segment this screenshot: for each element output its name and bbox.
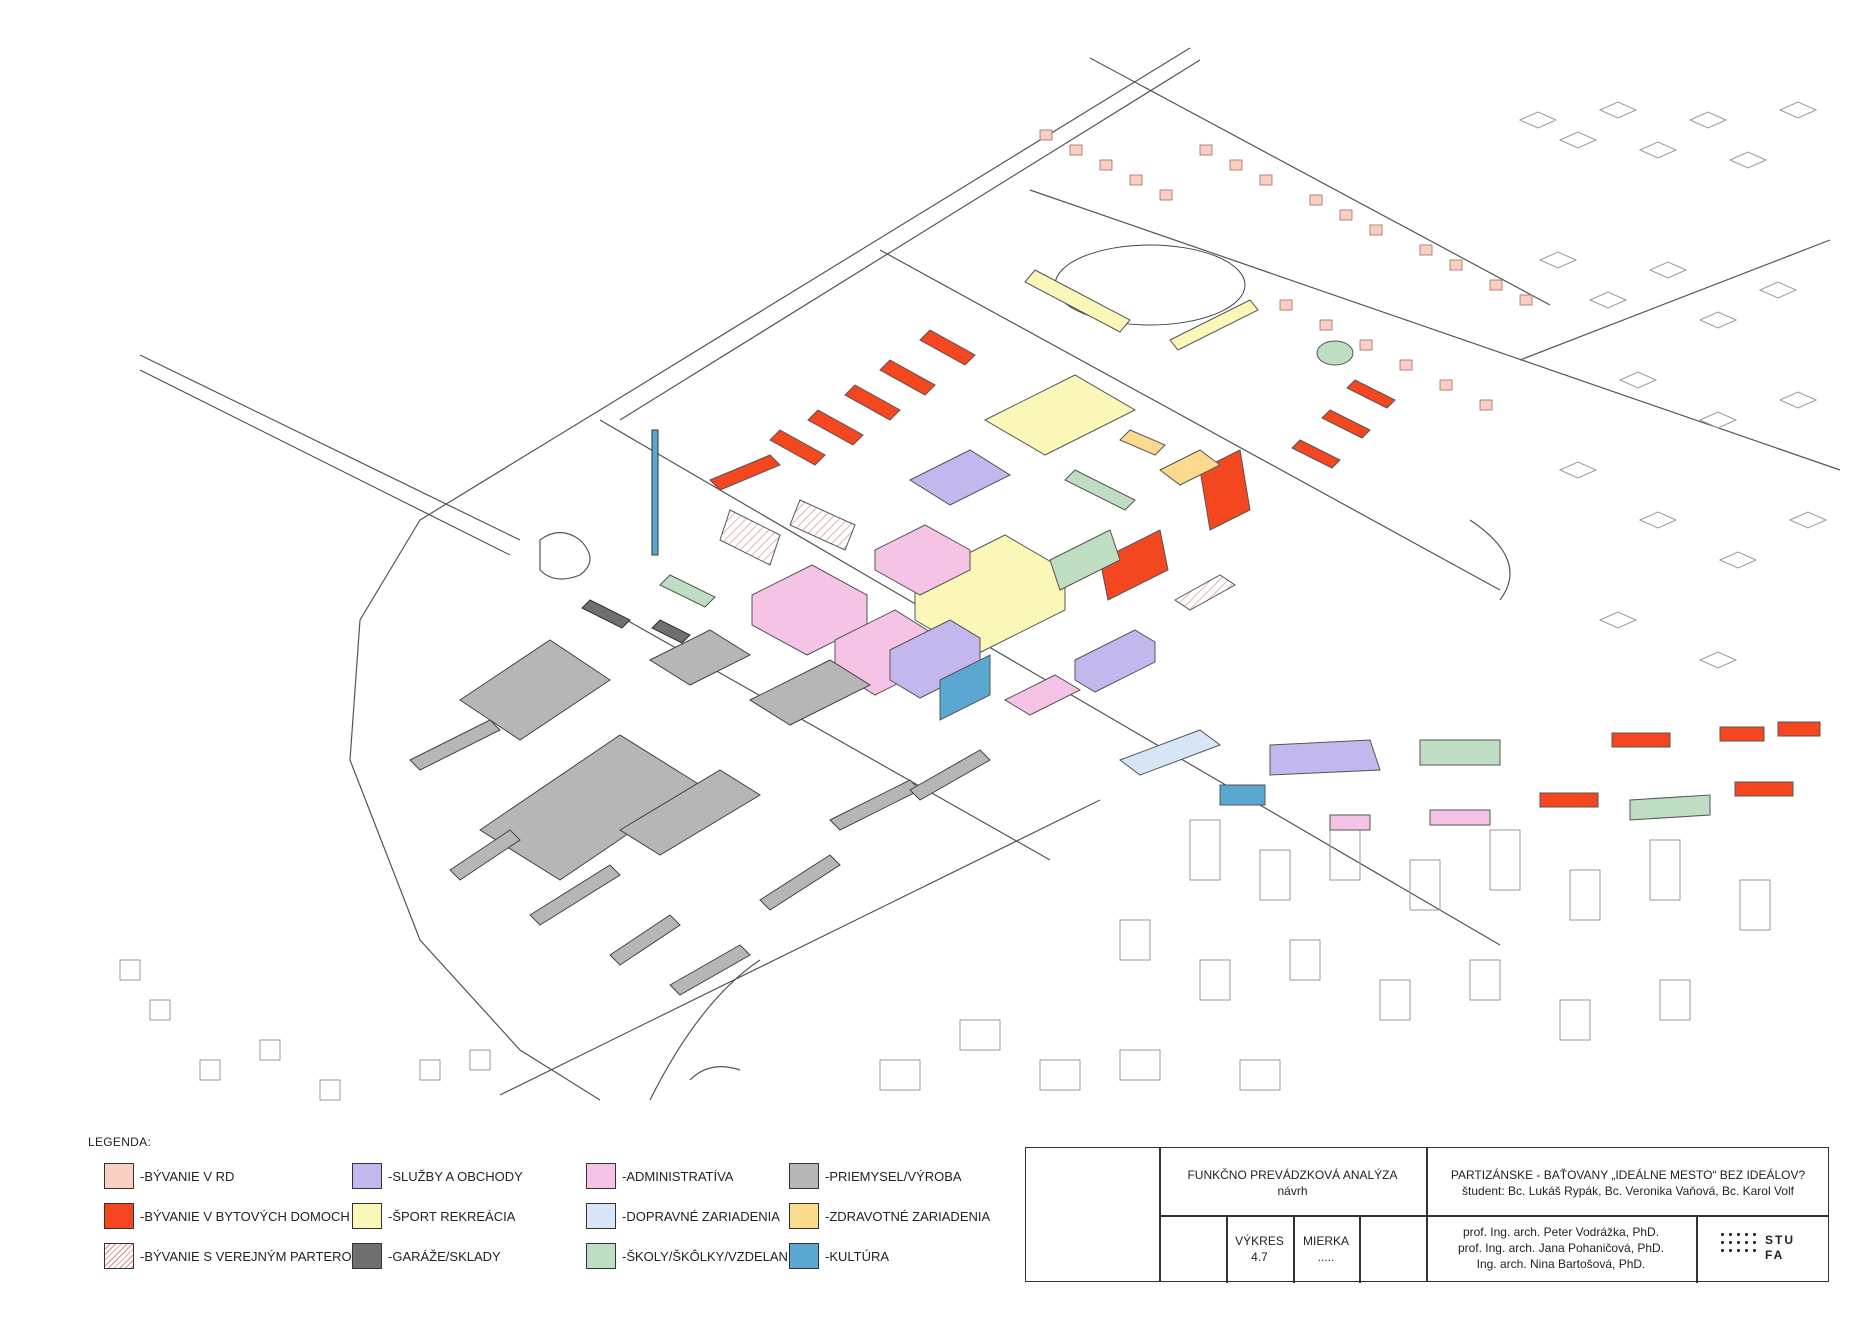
- legend-label: -SLUŽBY A OBCHODY: [388, 1168, 523, 1184]
- surrounding-buildings: [119, 101, 1828, 1101]
- industry-production: [409, 629, 991, 996]
- logo-dots-icon: [1721, 1233, 1756, 1252]
- family-houses-rd: [1039, 129, 1533, 411]
- legend-swatch: [104, 1163, 134, 1189]
- scale-label: MIERKA: [1302, 1234, 1349, 1248]
- legend-swatch: [789, 1203, 819, 1229]
- legend-item: -ŠKOLY/ŠKÔLKY/VZDELANIE: [586, 1243, 800, 1269]
- legend-item: -KULTÚRA: [789, 1243, 889, 1269]
- legend-item: -BÝVANIE V BYTOVÝCH DOMOCH: [104, 1203, 350, 1229]
- legend-label: -PRIEMYSEL/VÝROBA: [825, 1168, 962, 1184]
- legend-swatch: [789, 1243, 819, 1269]
- tutor-3: Ing. arch. Nina Bartošová, PhD.: [1476, 1257, 1646, 1271]
- tutor-2: prof. Ing. arch. Jana Pohaničová, PhD.: [1457, 1241, 1665, 1255]
- legend-label: -BÝVANIE S VEREJNÝM PARTEROM: [140, 1248, 363, 1264]
- isometric-site-map: [119, 47, 1841, 1101]
- legend-label: -ZDRAVOTNÉ ZARIADENIA: [825, 1208, 991, 1224]
- chimney: [651, 429, 659, 556]
- health-facilities: [1119, 429, 1221, 486]
- legend-label: -GARÁŽE/SKLADY: [388, 1248, 501, 1264]
- legend-label: -ŠPORT REKREÁCIA: [388, 1208, 516, 1224]
- legend-label: -ADMINISTRATÍVA: [622, 1168, 734, 1184]
- schools-education: [659, 469, 1711, 821]
- legend-swatch: [104, 1243, 134, 1269]
- sheet-number: 4.7: [1251, 1250, 1268, 1264]
- legend-item: -ZDRAVOTNÉ ZARIADENIA: [789, 1203, 990, 1229]
- analysis-subtitle: návrh: [1277, 1184, 1308, 1198]
- students: študent: Bc. Lukáš Rypák, Bc. Veronika V…: [1462, 1184, 1794, 1198]
- scale-value: .....: [1317, 1250, 1335, 1264]
- legend-label: -BÝVANIE V RD: [140, 1168, 235, 1184]
- residential-blocks: [709, 329, 1821, 808]
- logo-text-stu: STU: [1765, 1233, 1795, 1247]
- legend-item: -ADMINISTRATÍVA: [586, 1163, 733, 1189]
- stu-fa-logo: STU FA: [1721, 1233, 1821, 1269]
- legend-title: LEGENDA:: [88, 1135, 152, 1149]
- legend-label: -ŠKOLY/ŠKÔLKY/VZDELANIE: [622, 1248, 801, 1264]
- legend-item: -ŠPORT REKREÁCIA: [352, 1203, 515, 1229]
- legend-label: -DOPRAVNÉ ZARIADENIA: [622, 1208, 780, 1224]
- garages-warehouses: [581, 599, 691, 644]
- legend-item: -DOPRAVNÉ ZARIADENIA: [586, 1203, 780, 1229]
- legend-swatch: [352, 1203, 382, 1229]
- legend-swatch: [586, 1163, 616, 1189]
- logo-text-fa: FA: [1765, 1248, 1785, 1262]
- legend-swatch: [586, 1243, 616, 1269]
- analysis-title: FUNKČNO PREVÁDZKOVÁ ANALÝZA: [1187, 1168, 1398, 1182]
- legend-swatch: [352, 1243, 382, 1269]
- legend-item: -GARÁŽE/SKLADY: [352, 1243, 501, 1269]
- legend-swatch: [789, 1163, 819, 1189]
- legend-swatch: [586, 1203, 616, 1229]
- services-admin-culture: [751, 449, 1491, 831]
- project-title: PARTIZÁNSKE - BAŤOVANY „IDEÁLNE MESTO“ B…: [1450, 1168, 1806, 1182]
- legend-swatch: [352, 1163, 382, 1189]
- title-block: FUNKČNO PREVÁDZKOVÁ ANALÝZA návrh PARTIZ…: [1025, 1147, 1829, 1283]
- legend-item: -BÝVANIE V RD: [104, 1163, 234, 1189]
- legend-label: -BÝVANIE V BYTOVÝCH DOMOCH: [140, 1208, 350, 1224]
- public-parterre-housing: [719, 499, 1236, 611]
- legend-swatch: [104, 1203, 134, 1229]
- sheet-label: VÝKRES: [1235, 1234, 1284, 1248]
- legend-item: -BÝVANIE S VEREJNÝM PARTEROM: [104, 1243, 363, 1269]
- legend-label: -KULTÚRA: [825, 1248, 890, 1264]
- legend-item: -PRIEMYSEL/VÝROBA: [789, 1163, 962, 1189]
- legend-item: -SLUŽBY A OBCHODY: [352, 1163, 523, 1189]
- tutor-1: prof. Ing. arch. Peter Vodrážka, PhD.: [1462, 1225, 1660, 1239]
